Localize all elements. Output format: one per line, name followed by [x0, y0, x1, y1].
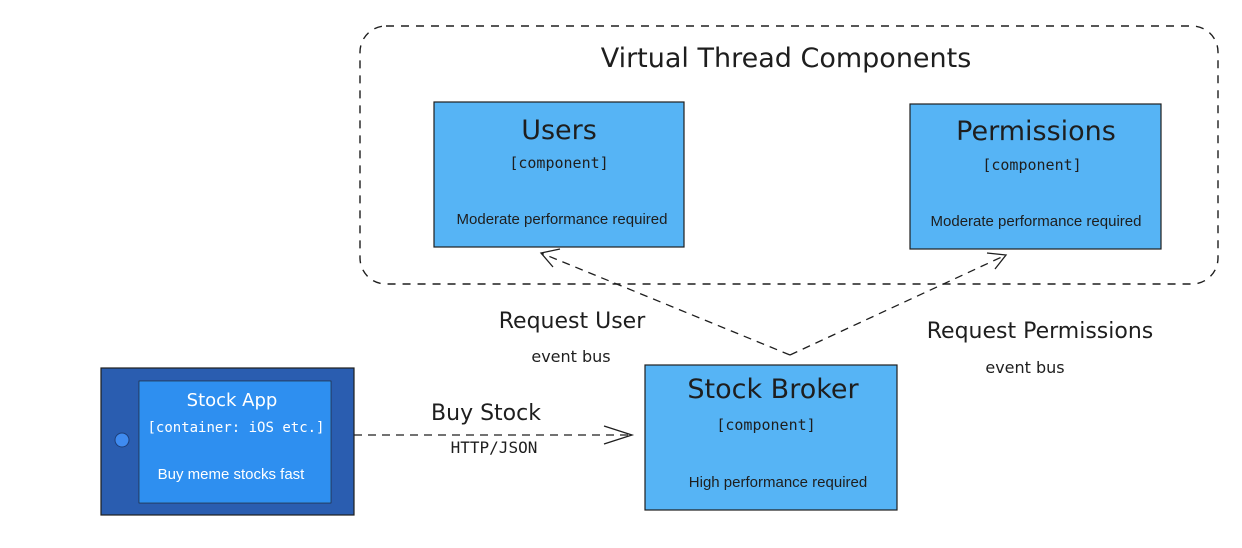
permissions-component-description: Moderate performance required — [931, 213, 1142, 230]
stock-app-description: Buy meme stocks fast — [158, 466, 306, 483]
request-user-edge[interactable]: Request User event bus — [499, 248, 791, 366]
stock-app-container[interactable]: Stock App [container: iOS etc.] Buy meme… — [100, 367, 355, 516]
virtual-thread-group-boundary — [359, 25, 1219, 285]
request-permissions-edge[interactable]: Request Permissions event bus — [789, 252, 1153, 377]
request-user-label: Request User — [499, 309, 646, 334]
users-component-type: [component] — [509, 154, 608, 172]
permissions-component[interactable]: Permissions [component] Moderate perform… — [909, 103, 1162, 250]
buy-stock-label: Buy Stock — [431, 401, 541, 426]
virtual-thread-group[interactable]: Virtual Thread Components — [359, 25, 1219, 285]
request-user-protocol: event bus — [531, 347, 610, 366]
request-permissions-arrowhead-icon — [986, 252, 1008, 270]
users-component-title: Users — [521, 115, 597, 146]
permissions-component-box — [909, 103, 1162, 250]
buy-stock-edge[interactable]: Buy Stock HTTP/JSON — [354, 401, 635, 457]
request-user-arrowhead-icon — [539, 248, 561, 268]
permissions-component-title: Permissions — [956, 116, 1116, 147]
mobile-device-screen — [138, 380, 332, 504]
users-component-description: Moderate performance required — [457, 211, 668, 228]
stock-app-title: Stock App — [187, 390, 278, 411]
permissions-component-type: [component] — [982, 156, 1081, 174]
buy-stock-arrowhead-icon — [603, 425, 635, 445]
request-user-arrow-line — [540, 252, 791, 356]
home-button-icon — [114, 432, 130, 448]
users-component-box — [433, 101, 685, 248]
stock-broker-component-type: [component] — [716, 416, 815, 434]
stock-broker-component[interactable]: Stock Broker [component] High performanc… — [644, 364, 898, 511]
request-permissions-protocol: event bus — [985, 358, 1064, 377]
stock-app-type: [container: iOS etc.] — [147, 420, 324, 436]
request-permissions-label: Request Permissions — [927, 319, 1153, 344]
stock-broker-component-description: High performance required — [689, 474, 867, 491]
stock-broker-component-box — [644, 364, 898, 511]
virtual-thread-group-title: Virtual Thread Components — [601, 43, 972, 74]
buy-stock-protocol: HTTP/JSON — [451, 438, 538, 457]
request-permissions-arrow-line — [789, 254, 1007, 356]
users-component[interactable]: Users [component] Moderate performance r… — [433, 101, 685, 248]
stock-broker-component-title: Stock Broker — [687, 374, 859, 405]
